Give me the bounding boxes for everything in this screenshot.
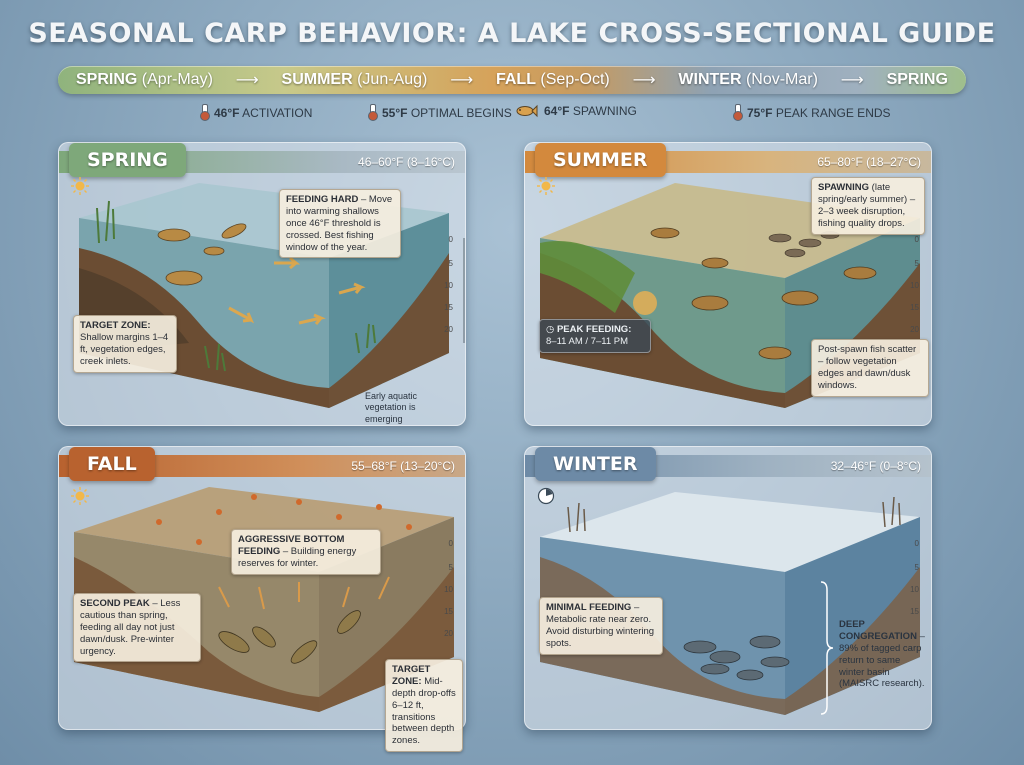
timeline-arrow: ⟶ [840,72,864,89]
timeline-arrow: ⟶ [235,72,259,89]
thermometer-icon [368,104,378,121]
depth-label: 10 [910,281,919,290]
temp-range: 46–60°F (8–16°C) [358,155,455,169]
depth-label: 0 [448,539,453,548]
callout-post-spawn: Post-spawn fish scatter – follow vegetat… [811,339,929,397]
temperature-thresholds: 46°F ACTIVATION 55°F OPTIMAL BEGINS 64°F… [0,104,1024,124]
season-timeline: SPRING (Apr-May) ⟶ SUMMER (Jun-Aug) ⟶ FA… [58,66,966,94]
depth-label: 0 [914,235,919,244]
timeline-summer: SUMMER (Jun-Aug) [281,71,428,88]
depth-label: 15 [444,607,453,616]
callout-bottom-feeding: AGGRESSIVE BOTTOM FEEDING – Building ene… [231,529,381,575]
callout-deep-congregation: DEEP CONGREGATION – 89% of tagged carp r… [839,619,925,690]
season-tag-winter: WINTER [535,447,656,481]
depth-label: 15 [910,607,919,616]
depth-label: 0 [914,539,919,548]
timeline-winter: WINTER (Nov-Mar) [678,71,818,88]
threshold-peak-end: 75°F PEAK RANGE ENDS [733,104,891,121]
timeline-arrow: ⟶ [632,72,656,89]
depth-label: 20 [444,629,453,638]
depth-label: 10 [444,281,453,290]
depth-label: 15 [444,303,453,312]
temp-range: 65–80°F (18–27°C) [817,155,921,169]
thermometer-icon [200,104,210,121]
page-title: SEASONAL CARP BEHAVIOR: A LAKE CROSS-SEC… [28,18,996,49]
timeline-fall: FALL (Sep-Oct) [495,71,610,88]
callout-target-zone: TARGET ZONE: Mid-depth drop-offs 6–12 ft… [385,659,463,753]
lake-cross-section-spring [79,183,465,408]
clock-icon [537,487,555,505]
depth-label: 20 [444,325,453,334]
timeline-arrow: ⟶ [450,72,474,89]
panel-spring: 46–60°F (8–16°C) SPRING 0 5 1 [58,142,466,426]
temp-range-bar: 55–68°F (13–20°C) [59,455,465,477]
depth-label: 10 [444,585,453,594]
callout-target-zone: TARGET ZONE: Shallow margins 1–4 ft, veg… [73,315,177,373]
threshold-optimal: 55°F OPTIMAL BEGINS [368,104,512,121]
sun-icon [537,177,555,195]
callout-second-peak: SECOND PEAK – Less cautious than spring,… [73,593,201,663]
depth-label: 10 [910,585,919,594]
clock-icon: ◷ [546,324,555,335]
sun-icon [71,487,89,505]
callout-spawning: SPAWNING (late spring/early summer) – 2–… [811,177,925,235]
sun-icon [71,177,89,195]
timeline-spring: SPRING (Apr-May) [76,71,213,88]
season-tag-summer: SUMMER [535,143,666,177]
threshold-spawning: 64°F SPAWNING [516,104,637,118]
depth-label: 20 [910,325,919,334]
timeline-spring-return: SPRING [886,71,948,88]
depth-label: 15 [910,303,919,312]
depth-label: 5 [448,563,453,572]
depth-label: 5 [448,259,453,268]
callout-minimal-feeding: MINIMAL FEEDING – Metabolic rate near ze… [539,597,663,655]
thermometer-icon [733,104,743,121]
callout-feeding-hard: FEEDING HARD – Move into warming shallow… [279,189,401,259]
depth-label: 0 [448,235,453,244]
temp-range: 55–68°F (13–20°C) [351,459,455,473]
callout-vegetation: Early aquatic vegetation is emerging [365,391,418,424]
season-tag-fall: FALL [69,447,155,481]
panel-summer: 65–80°F (18–27°C) SUMMER 0 5 10 15 20 [524,142,932,426]
temp-range: 32–46°F (0–8°C) [830,459,921,473]
depth-label: 5 [914,259,919,268]
depth-label: 5 [914,563,919,572]
threshold-activation: 46°F ACTIVATION [200,104,312,121]
callout-peak-feeding: ◷ PEAK FEEDING: 8–11 AM / 7–11 PM [539,319,651,353]
season-tag-spring: SPRING [69,143,186,177]
panel-fall: 55–68°F (13–20°C) FALL 0 5 10 15 20 AGGR… [58,446,466,753]
fish-icon [516,104,538,118]
panel-winter: 32–46°F (0–8°C) WINTER 0 5 10 15 MINIMAL… [524,446,932,730]
